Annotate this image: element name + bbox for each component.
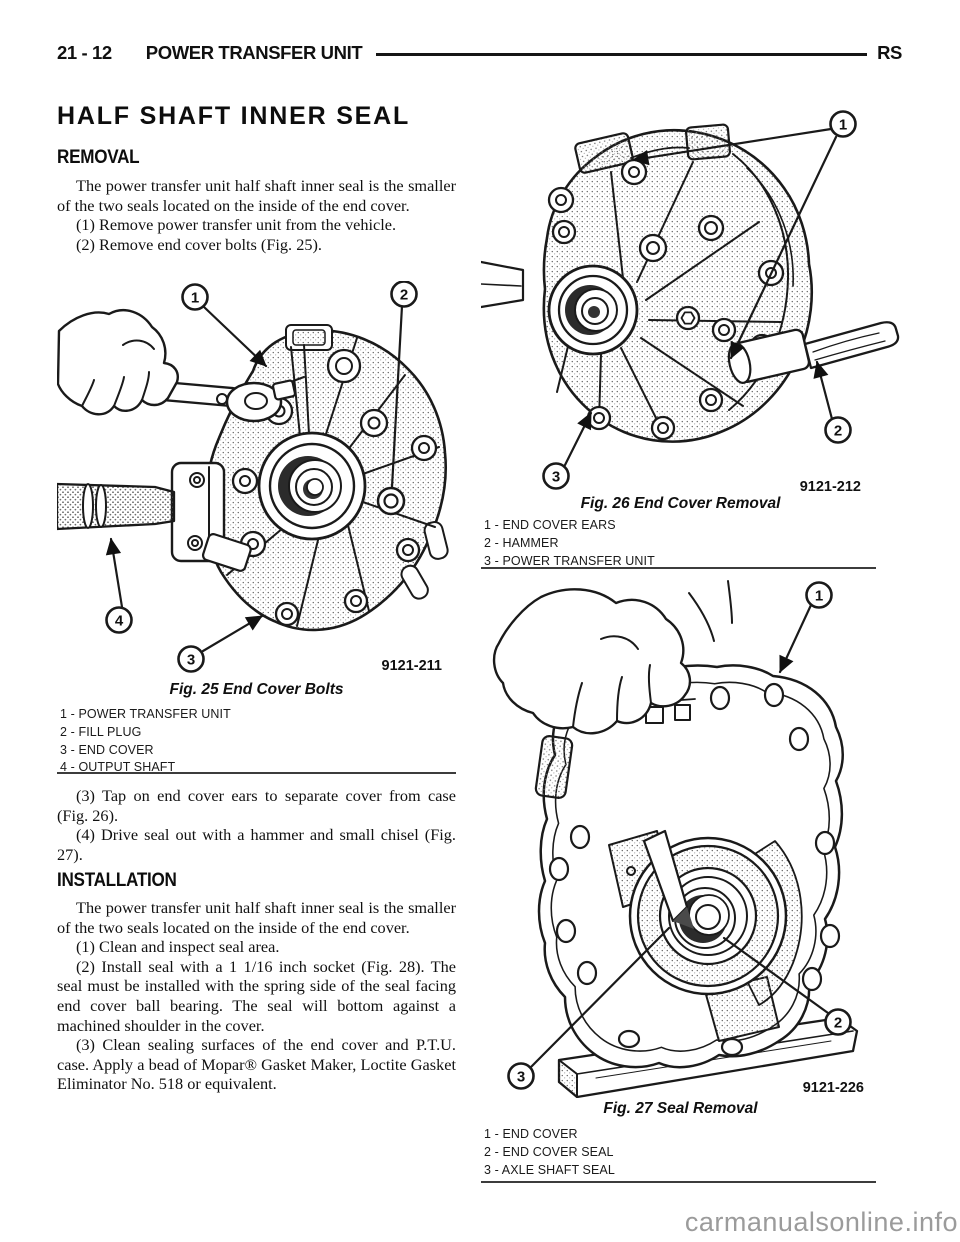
page-header: 21 - 12 POWER TRANSFER UNIT RS	[57, 42, 902, 64]
header-section-title: POWER TRANSFER UNIT	[145, 42, 363, 63]
fig27-callout-2: 2	[834, 1015, 842, 1032]
legend-item: 3 - POWER TRANSFER UNIT	[484, 553, 655, 568]
fig27-image-code: 9121-226	[803, 1080, 864, 1096]
fig25-caption: Fig. 25 End Cover Bolts	[169, 681, 344, 698]
fig27-caption: Fig. 27 Seal Removal	[603, 1100, 758, 1117]
fig26-image-code: 9121-212	[800, 479, 861, 494]
fig26-callout-circles	[542, 110, 857, 490]
fig26-legend: 1 - END COVER EARS 2 - HAMMER 3 - POWER …	[484, 517, 655, 570]
removal-intro: The power transfer unit half shaft inner…	[57, 176, 456, 215]
figure-25: 1 2 3 4 9121-211	[57, 281, 456, 676]
fig26-illustration: 1 2 3 9121-212	[481, 110, 900, 494]
installation-step-3: (3) Clean sealing surfaces of the end co…	[57, 1035, 456, 1094]
legend-item: 2 - HAMMER	[484, 535, 559, 550]
legend-item: 1 - POWER TRANSFER UNIT	[60, 707, 231, 721]
fig26-callout-1: 1	[839, 117, 847, 134]
legend-item: 1 - END COVER	[484, 1127, 578, 1141]
header-rule	[376, 52, 868, 56]
fig25-callout-1: 1	[191, 290, 199, 307]
column-divider	[57, 772, 456, 774]
header-vehicle-code: RS	[877, 42, 902, 63]
fig26-callout-2: 2	[834, 423, 842, 440]
legend-item: 1 - END COVER EARS	[484, 518, 616, 532]
figure-26: 1 2 3 9121-212	[481, 110, 905, 494]
fig27-callout-1: 1	[815, 588, 823, 605]
fig25-callout-circles	[105, 281, 418, 673]
fig25-legend: 1 - POWER TRANSFER UNIT 2 - FILL PLUG 3 …	[60, 706, 231, 777]
installation-heading: INSTALLATION	[57, 870, 177, 891]
fig27-callout-circles	[507, 581, 852, 1090]
legend-item: 4 - OUTPUT SHAFT	[60, 760, 176, 775]
figure-27: 1 2 3 9121-226	[481, 579, 906, 1098]
column-divider	[481, 567, 876, 569]
legend-item: 3 - AXLE SHAFT SEAL	[484, 1162, 615, 1177]
fig25-callout-3: 3	[187, 652, 195, 669]
fig27-legend: 1 - END COVER 2 - END COVER SEAL 3 - AXL…	[484, 1126, 615, 1179]
fig25-callout-2: 2	[400, 287, 408, 304]
fig26-callout-3: 3	[552, 469, 560, 486]
removal-heading: REMOVAL	[57, 147, 140, 168]
page-number: 21 - 12	[57, 42, 112, 63]
installation-intro: The power transfer unit half shaft inner…	[57, 898, 456, 937]
fig25-callout-4: 4	[115, 613, 124, 630]
installation-step-1: (1) Clean and inspect seal area.	[76, 937, 280, 957]
removal-step-1: (1) Remove power transfer unit from the …	[76, 215, 397, 235]
installation-step-2: (2) Install seal with a 1 1/16 inch sock…	[57, 956, 456, 1035]
fig27-illustration: 1 2 3 9121-226	[492, 580, 864, 1098]
removal-step-2: (2) Remove end cover bolts (Fig. 25).	[76, 234, 322, 254]
legend-item: 2 - FILL PLUG	[60, 724, 142, 739]
article-title: HALF SHAFT INNER SEAL	[57, 102, 411, 130]
removal-step-4: (4) Drive seal out with a hammer and sma…	[57, 825, 456, 864]
legend-item: 3 - END COVER	[60, 742, 154, 757]
fig25-illustration: 1 2 3 4 9121-211	[57, 281, 449, 674]
fig27-callout-3: 3	[517, 1069, 525, 1086]
fig25-image-code: 9121-211	[382, 658, 442, 674]
removal-text-continued: (3) Tap on end cover ears to separate co…	[57, 786, 456, 864]
column-divider	[481, 1181, 876, 1183]
removal-step-3: (3) Tap on end cover ears to separate co…	[57, 786, 456, 825]
removal-text: The power transfer unit half shaft inner…	[57, 176, 456, 254]
legend-item: 2 - END COVER SEAL	[484, 1144, 614, 1159]
installation-text: The power transfer unit half shaft inner…	[57, 898, 456, 1094]
watermark: carmanualsonline.info	[684, 1207, 958, 1237]
fig26-caption: Fig. 26 End Cover Removal	[580, 495, 781, 512]
